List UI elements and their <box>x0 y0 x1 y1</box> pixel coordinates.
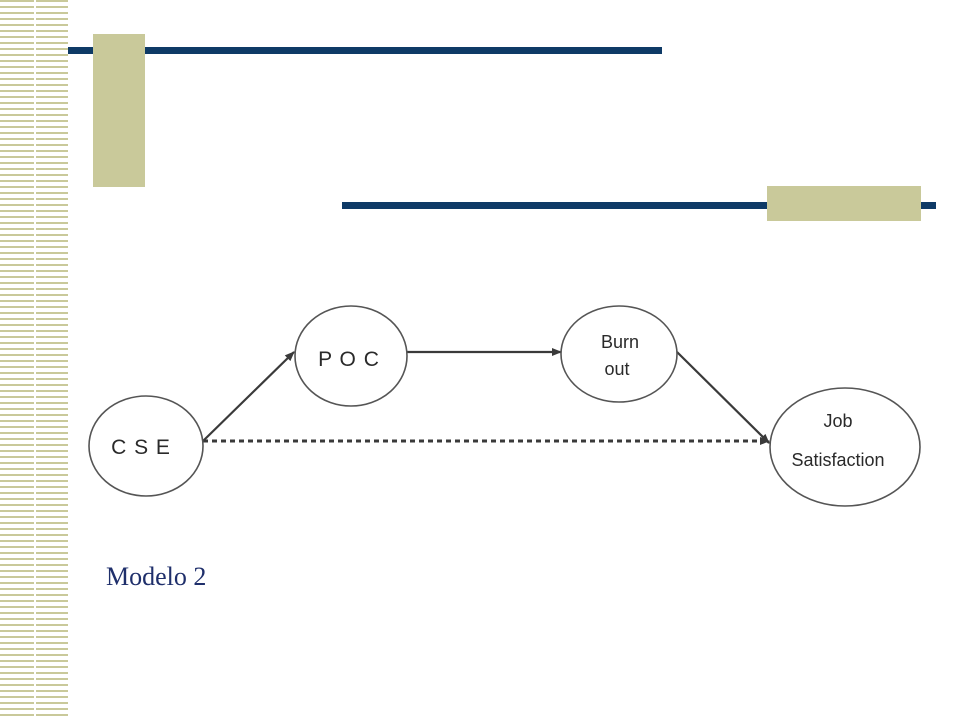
node-burnout-label-line1: Burn <box>601 332 639 352</box>
edge-burnout-to-job-satisfaction <box>676 351 770 444</box>
caption: Modelo 2 <box>106 562 207 591</box>
top-tan-block <box>93 34 145 187</box>
node-job-satisfaction <box>769 387 921 507</box>
node-burnout-label-line2: out <box>604 359 629 379</box>
node-job-satisfaction-label-line2: Satisfaction <box>791 450 884 470</box>
edge-cse-to-poc <box>202 351 295 442</box>
right-tan-block <box>767 186 921 221</box>
node-cse-label: C S E <box>111 436 171 459</box>
node-poc <box>294 305 408 407</box>
node-job-satisfaction-label-line1: Job <box>823 411 852 431</box>
node-burnout <box>560 305 678 403</box>
left-stripe-decoration <box>0 0 68 720</box>
node-cse <box>88 395 204 497</box>
middle-navy-bar <box>342 202 936 209</box>
top-navy-bar <box>68 47 662 54</box>
node-poc-label: P O C <box>318 348 380 371</box>
